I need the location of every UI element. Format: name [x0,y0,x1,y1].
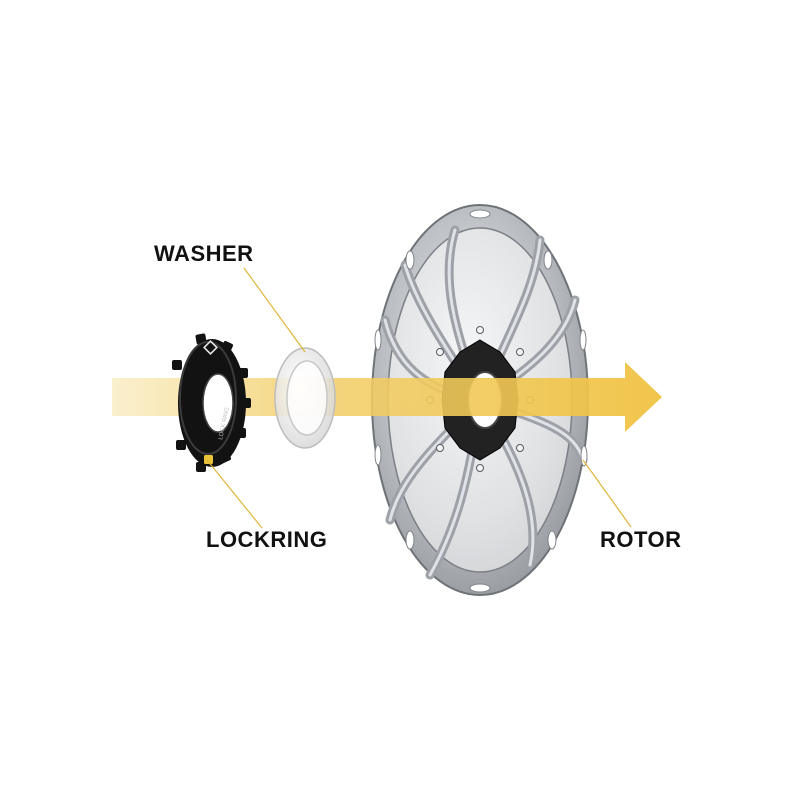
rotor-rim-slots [374,209,588,593]
lockring-bore [203,374,233,432]
lockring-brand-logo [203,340,218,355]
washer [274,347,336,449]
lockring-face-highlight [179,341,237,455]
rotor-leader-line [582,459,632,528]
lockring-label: LOCKRING [206,527,328,552]
lockring-brand-accent [204,455,213,464]
washer-leader-line [243,267,306,353]
assembly-direction-arrow [112,362,662,432]
lockring-leader-line [206,459,263,529]
leader-lines [206,267,632,529]
rotor-label: ROTOR [600,527,682,552]
lockring: LOCK RING [172,333,251,472]
washer-label: WASHER [154,241,254,266]
